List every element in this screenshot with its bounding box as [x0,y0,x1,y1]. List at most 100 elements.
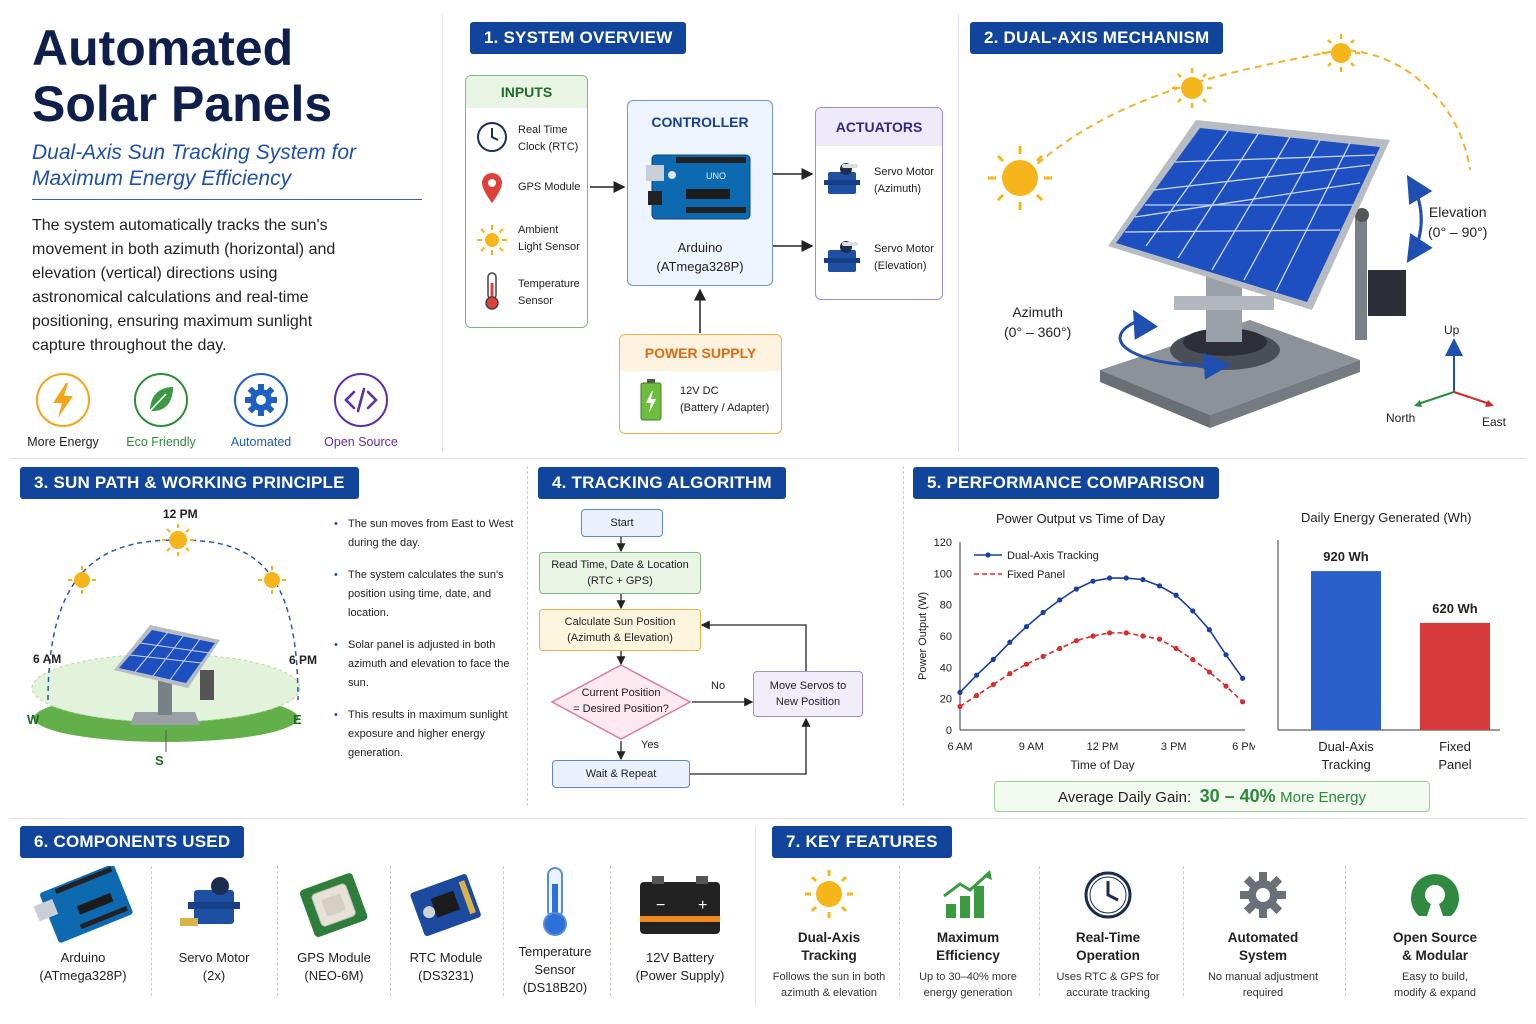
feature-title-line: & Modular [1402,948,1468,963]
component-label-line: Servo Motor [178,950,250,965]
bullet-dot: • [334,518,338,530]
component-label-line: (2x) [202,968,226,983]
sun-icon [988,146,1052,210]
sunpath-noon-label: 12 PM [163,507,198,521]
category-label: Tracking [1321,757,1370,772]
page-subtitle: Dual-Axis Sun Tracking System for Maximu… [32,140,356,192]
bullet-dot: • [334,569,338,581]
data-point [1240,675,1246,681]
feature-title-line: Real-Time [1075,930,1141,945]
component-label-line: (DS3231) [418,968,474,983]
power-supply-label: 12V DC (Battery / Adapter) [680,383,769,417]
sunpath-south-label: S [155,753,164,768]
input-temp-label: Temperature Sensor [518,276,580,310]
leaf-icon [134,373,188,427]
data-point [1057,597,1063,603]
azimuth-label-title: Azimuth [1012,304,1063,320]
feature-dual-axis: Dual-Axis Tracking Follows the sun in bo… [764,866,894,1001]
series-line [959,632,1244,708]
data-point [974,692,980,699]
badge-eco-friendly: Eco Friendly [120,372,202,449]
flow-text-line: (RTC + GPS) [587,575,653,587]
flow-text-line: Current Position [581,687,661,699]
controller-box: CONTROLLER UNO Arduino (ATmega328P) [627,100,773,286]
data-point [1123,575,1129,581]
component-label-line: (DS18B20) [522,980,588,995]
svg-text:−: − [656,897,665,914]
divider [755,826,756,1006]
component-gps: GPS Module (NEO-6M) [282,866,386,985]
feature-title-line: Efficiency [936,948,1000,963]
badge-automated: Automated [220,372,302,449]
bar-chart-title: Daily Energy Generated (Wh) [1301,510,1472,525]
component-battery: −+ 12V Battery (Power Supply) [614,866,746,985]
legend-label: Dual-Axis Tracking [1007,550,1099,562]
flow-text-line: Read Time, Date & Location [551,559,689,571]
controller-model-line: (ATmega328P) [656,259,744,274]
x-tick-label: 6 AM [947,741,972,753]
power-supply-box: POWER SUPPLY 12V DC (Battery / Adapter) [619,334,782,434]
component-rtc: RTC Module (DS3231) [394,866,498,985]
subtitle-line-1: Dual-Axis Sun Tracking System for [32,141,357,164]
actuator-label-line: Servo Motor [874,243,934,255]
data-point [1190,656,1196,663]
data-point [1140,577,1146,583]
bullet-item: •This results in maximum sunlight exposu… [334,706,523,763]
y-tick-label: 120 [934,537,952,549]
feature-desc-line: accurate tracking [1066,987,1150,999]
data-point [1206,627,1212,633]
clock-icon [1084,871,1132,919]
average-gain-box: Average Daily Gain: 30 – 40% More Energy [994,781,1430,812]
section-title-sunpath: 3. SUN PATH & WORKING PRINCIPLE [20,467,359,499]
y-tick-label: 100 [934,568,952,580]
divider [10,458,1526,459]
divider [442,14,443,452]
sun-path-illustration [31,524,301,752]
intro-panel: Automated Solar Panels Dual-Axis Sun Tra… [10,10,442,456]
section-title-overview: 1. SYSTEM OVERVIEW [470,22,687,54]
feature-title-line: Open Source [1392,930,1478,945]
section-title-performance: 5. PERFORMANCE COMPARISON [913,467,1219,499]
actuators-heading: ACTUATORS [816,108,942,146]
y-tick-label: 0 [946,725,952,737]
y-tick-label: 60 [940,631,952,643]
input-label-line: Ambient [518,224,559,236]
divider [503,866,504,996]
battery-icon: −+ [640,876,720,934]
feature-efficiency: Maximum Efficiency Up to 30–40% more ene… [903,866,1033,1001]
flow-yes-label: Yes [641,739,659,751]
data-point [1007,639,1013,645]
gear-icon [234,373,288,427]
bar-value-label: 920 Wh [1323,549,1369,564]
feature-desc-line: No manual adjustment [1207,971,1319,983]
gain-label: Average Daily Gain: [1058,789,1192,806]
feature-title-line: Operation [1076,948,1140,963]
flow-move-servos: Move Servos to New Position [753,671,863,717]
feature-open-source: Open Source & Modular Easy to build, mod… [1366,866,1504,1001]
lightning-icon [36,373,90,427]
feature-title-line: System [1238,948,1288,963]
component-label-line: RTC Module [409,950,483,965]
divider [903,466,904,806]
x-axis-label: Time of Day [1070,758,1134,772]
input-rtc-label: Real Time Clock (RTC) [518,122,578,156]
bar-value-label: 620 Wh [1432,601,1478,616]
arduino-board-icon [33,864,133,943]
data-point [1073,638,1079,644]
data-point [1107,630,1113,636]
feature-desc-line: Up to 30–40% more [919,971,1017,983]
azimuth-label: Azimuth (0° – 360°) [1004,302,1071,342]
badge-label: Open Source [324,435,398,449]
category-label: Fixed [1439,739,1471,754]
data-point [1156,636,1163,642]
battery-icon [640,379,662,421]
component-label-line: GPS Module [297,950,371,965]
servo-motor-icon [824,163,860,194]
dual-axis-illustration [988,34,1494,428]
open-source-icon [1411,874,1459,916]
thermometer-icon [543,867,567,936]
flow-decision-text: Current Position = Desired Position? [560,685,682,717]
component-arduino: Arduino (ATmega328P) [20,864,146,985]
